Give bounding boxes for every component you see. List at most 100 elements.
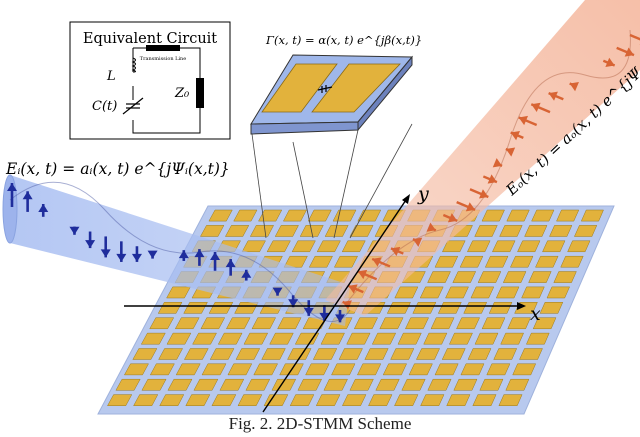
unit-cell-patch — [412, 302, 437, 314]
unit-cell-patch — [521, 286, 545, 299]
field-arrowhead — [116, 253, 127, 262]
unit-cell-patch — [157, 302, 183, 314]
unit-cell-patch — [442, 240, 466, 253]
capacitor-label: C(t) — [92, 99, 117, 114]
field-arrowhead — [225, 259, 236, 268]
field-arrowhead — [447, 213, 458, 223]
unit-cell-patch — [460, 363, 485, 376]
unit-cell-patch — [549, 225, 573, 237]
unit-cell-patch — [183, 302, 208, 314]
unit-cell-patch — [477, 271, 502, 283]
unit-cell-patch — [446, 394, 471, 406]
unit-cell-patch-left — [261, 63, 338, 113]
unit-cell-patch — [499, 225, 523, 237]
reflected-beam — [325, 0, 640, 316]
unit-cell-patch — [331, 363, 356, 376]
unit-cell-patch — [382, 363, 407, 376]
unit-cell-patch — [474, 225, 498, 237]
field-arrow — [629, 33, 640, 41]
unit-cell-patch — [492, 240, 516, 253]
unit-cell-patch — [556, 209, 580, 222]
transmission-line-label: Transmission Line — [140, 56, 187, 62]
unit-cell-patch — [312, 348, 338, 360]
field-arrowhead — [357, 269, 368, 280]
unit-cell-patch — [401, 378, 426, 391]
unit-cell-patch — [253, 363, 279, 376]
unit-cell-patch — [390, 348, 415, 360]
field-arrowhead — [505, 147, 516, 157]
unit-cell-patch — [141, 378, 167, 391]
unit-cell-patch — [486, 363, 511, 376]
unit-cell-patch — [472, 394, 497, 406]
unit-cell-patch — [567, 240, 591, 253]
unit-cell-patch — [463, 302, 488, 314]
unit-cell-patch — [467, 240, 491, 253]
unit-cell-patch — [502, 271, 527, 283]
unit-cell-patch — [580, 209, 604, 222]
unit-cell-patch — [258, 209, 283, 222]
field-arrowhead — [342, 300, 352, 310]
variable-capacitor-icon — [122, 97, 144, 115]
field-arrowhead — [131, 253, 142, 262]
unit-cell-patch — [342, 394, 367, 406]
unit-cell-patch — [167, 378, 193, 391]
unit-cell-patch — [282, 209, 307, 222]
unit-cell-patch — [271, 378, 297, 391]
unit-cell-patch — [420, 394, 445, 406]
inductor-icon — [131, 57, 136, 73]
unit-cell-patch — [434, 255, 459, 268]
unit-cell-patch — [519, 348, 543, 360]
unit-cell-patch — [379, 317, 404, 330]
unit-cell-patch — [263, 394, 289, 406]
unit-cell-patch — [434, 363, 459, 376]
field-arrowhead — [147, 250, 158, 259]
unit-cell-patch — [211, 394, 237, 406]
field-arrowhead — [272, 287, 283, 296]
field-arrowhead — [335, 314, 345, 323]
unit-cell-patch — [123, 363, 149, 376]
field-arrowhead — [241, 269, 252, 278]
unit-cell-patch — [297, 378, 323, 391]
unit-cell-patch — [364, 348, 389, 360]
unit-cell-patch — [524, 225, 548, 237]
unit-cell-patch — [225, 317, 251, 330]
unit-cell-patch — [316, 240, 341, 253]
unit-cell-patch — [235, 348, 261, 360]
field-arrowhead — [194, 249, 205, 258]
transmission-line-icon — [146, 45, 180, 51]
unit-cell-patch — [193, 378, 219, 391]
equivalent-circuit: Equivalent Circuit Transmission Line L C… — [69, 21, 231, 140]
unit-cell-patch — [416, 348, 440, 360]
unit-cell-patch — [201, 363, 227, 376]
unit-cell-patch — [405, 317, 429, 330]
unit-cell-patch — [249, 225, 275, 237]
field-arrowhead — [38, 204, 49, 213]
figure-caption: Fig. 2. 2D-STMM Scheme — [228, 414, 412, 433]
reflected-beam-body — [325, 0, 640, 316]
field-arrowhead — [531, 102, 541, 112]
unit-cell-patch — [283, 255, 308, 268]
unit-cell-patch — [308, 255, 333, 268]
unit-cell-patch — [427, 378, 452, 391]
unit-cell-patch — [199, 225, 225, 237]
unit-cell-patch — [349, 378, 374, 391]
varactor-icon — [317, 85, 333, 93]
unit-cell-patch — [174, 317, 200, 330]
unit-cell-patch — [140, 332, 166, 345]
unit-cell-patch — [452, 271, 477, 283]
unit-cell-patch — [394, 394, 419, 406]
unit-cell-patch — [445, 286, 469, 299]
field-arrowhead — [426, 222, 436, 232]
unit-cell-patch — [479, 378, 504, 391]
unit-cell-patch — [315, 394, 341, 406]
unit-cell-patch — [528, 271, 552, 283]
field-arrowhead — [69, 226, 80, 235]
unit-cell-patch — [132, 348, 158, 360]
unit-cell-patch — [227, 363, 253, 376]
unit-cell-patch — [512, 363, 537, 376]
unit-cell-patch-right — [311, 63, 401, 113]
unit-cell-patch — [357, 363, 382, 376]
incident-wave-label: Eᵢ(x, t) = aᵢ(x, t) e^{jΨᵢ(x,t)} — [5, 160, 230, 178]
unit-cell-patch — [560, 255, 584, 268]
